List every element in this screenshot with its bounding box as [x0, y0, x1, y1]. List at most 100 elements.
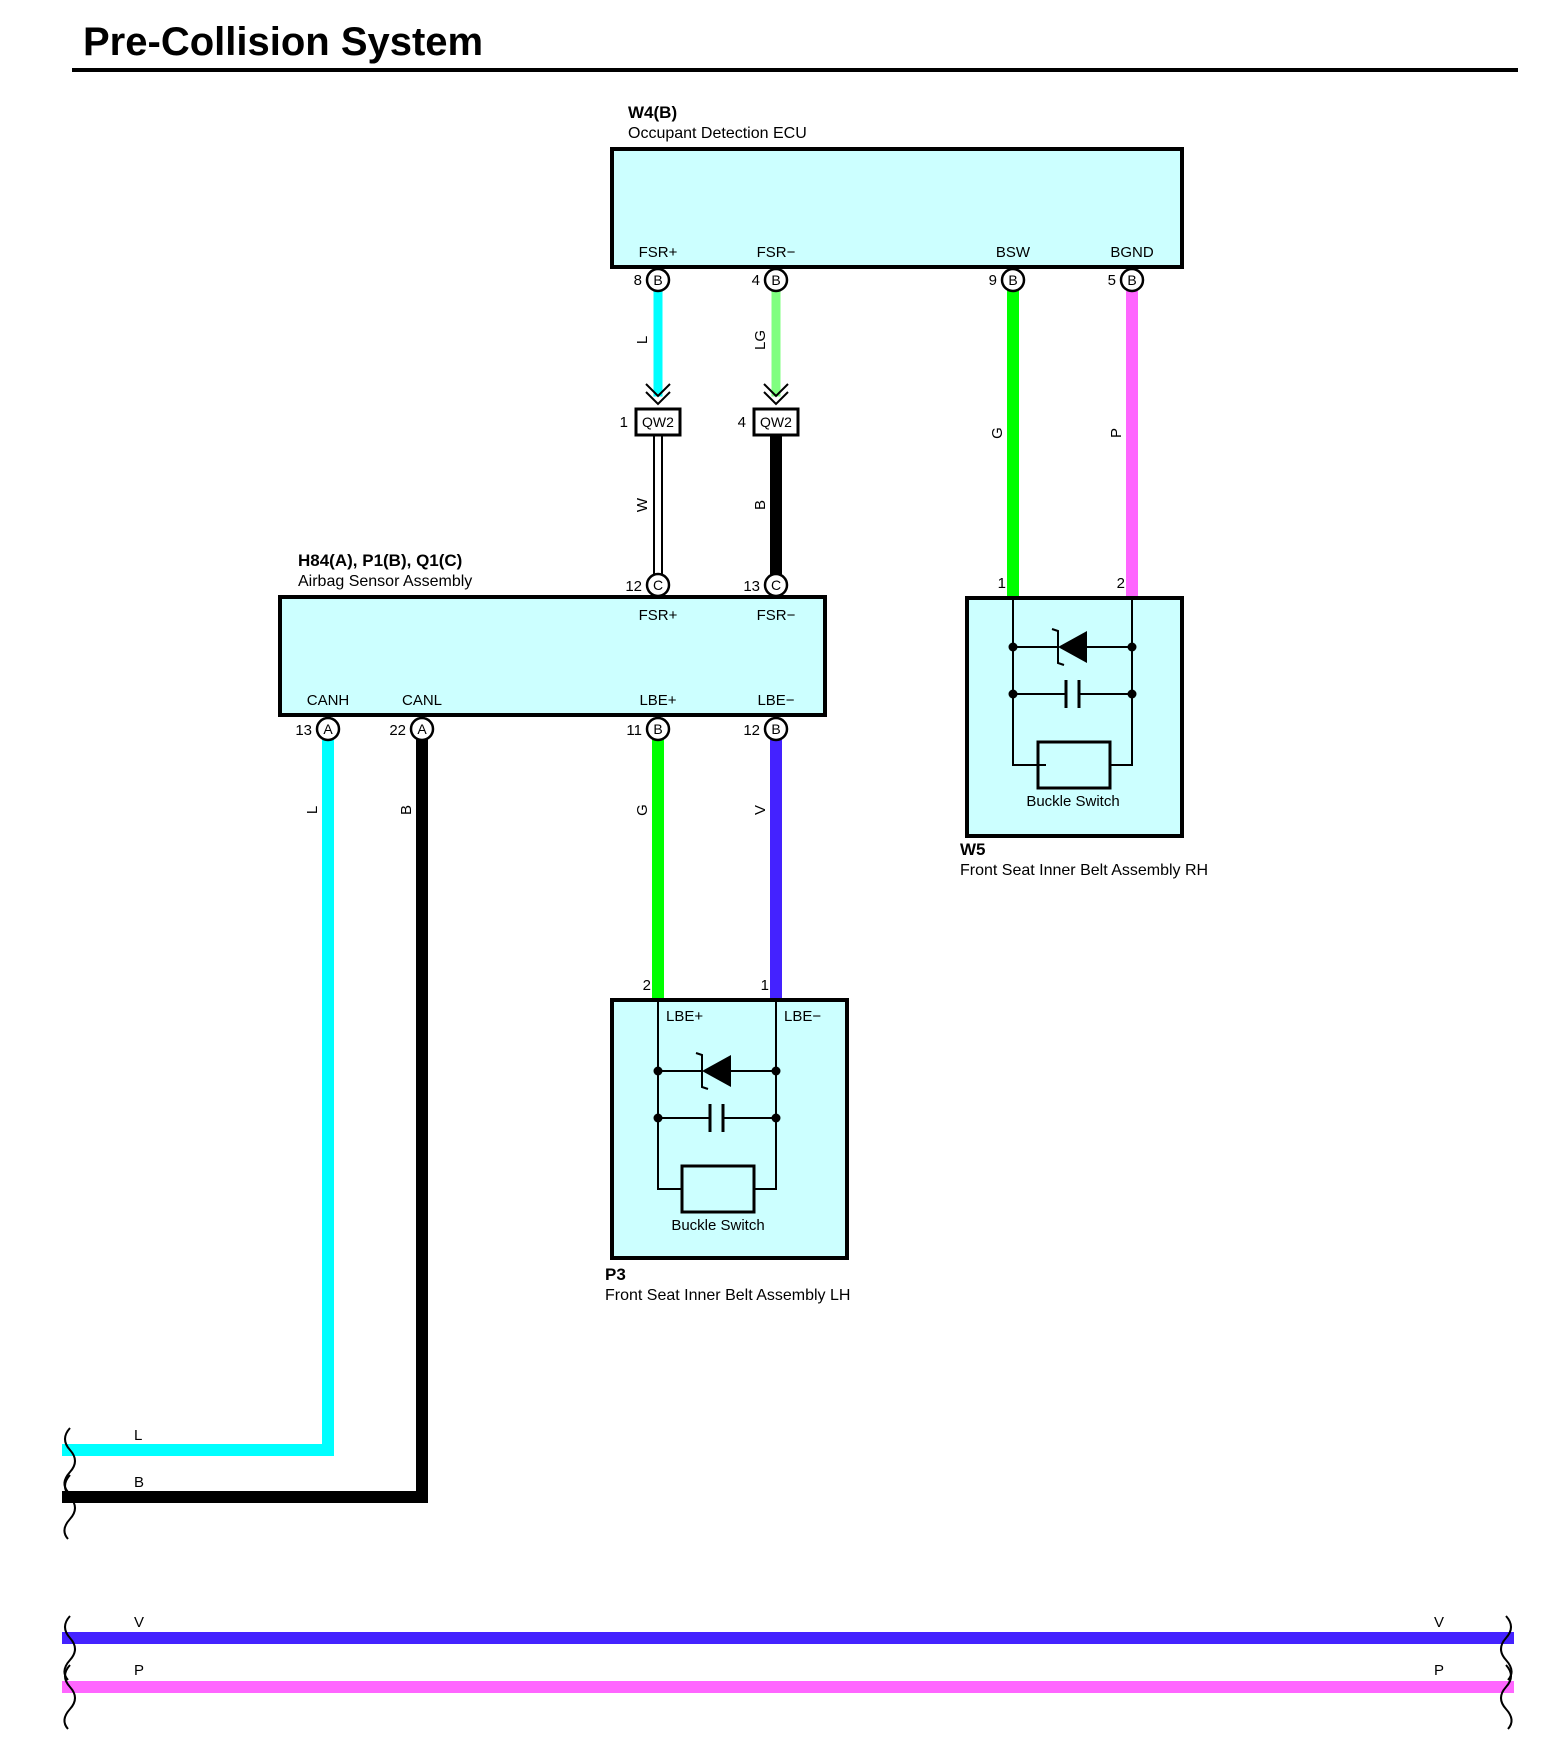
pin-connector-code: C [653, 577, 663, 593]
ecu-name: Occupant Detection ECU [628, 125, 807, 142]
junction-dot [653, 1113, 663, 1123]
pin-connector-code: A [417, 721, 427, 737]
occupant-detection-ecu: W4(B) Occupant Detection ECU FSR+ FSR− B… [610, 103, 1184, 293]
pin-number: 2 [643, 977, 651, 994]
wire-label-l: L [304, 806, 321, 814]
pin-connector-code: B [1127, 272, 1136, 288]
circuit-wire [1012, 598, 1046, 766]
ecu-box [610, 147, 1184, 269]
connector-chevron [645, 383, 671, 398]
zener-diode-icon [1058, 631, 1087, 663]
airbag-id: H84(A), P1(B), Q1(C) [298, 551, 462, 570]
airbag-pin-label: FSR+ [639, 607, 678, 624]
cont-label-v-left: V [134, 1614, 144, 1631]
pin-number: 9 [989, 272, 997, 289]
pin-connector-code: B [1008, 272, 1017, 288]
wire-label-g: G [989, 427, 1006, 439]
junction-dot [653, 1066, 663, 1076]
pin-terminal [1119, 267, 1145, 293]
qw2-pin-number: 1 [620, 414, 628, 431]
circuit-wire [657, 1000, 682, 1190]
break-mark [1500, 1615, 1513, 1681]
cont-label-l: L [134, 1427, 142, 1444]
ecu-pin-label: FSR+ [639, 244, 678, 261]
qw2-plate [752, 407, 800, 437]
pin-terminal [645, 267, 671, 293]
airbag-pin-label: CANH [307, 692, 350, 709]
break-marks [63, 1427, 1513, 1730]
pin-terminal [315, 716, 341, 742]
qw2-pin-number: 4 [738, 414, 746, 431]
break-mark [63, 1664, 76, 1730]
wire-qw2-1-to-airbag [655, 435, 661, 585]
pin-number: 13 [743, 578, 760, 595]
pin-terminal [409, 716, 435, 742]
connector-chevron [763, 391, 789, 406]
break-mark [63, 1474, 76, 1540]
ecu-pin-label: BGND [1110, 244, 1154, 261]
junction-dot [771, 1113, 781, 1123]
wire-airbag-canh [62, 734, 334, 1456]
wire-label-g: G [634, 804, 651, 816]
airbag-name: Airbag Sensor Assembly [298, 573, 472, 590]
cont-label-b: B [134, 1474, 144, 1491]
junction-dot [771, 1066, 781, 1076]
ecu-pin-label: FSR− [757, 244, 796, 261]
belt-lh-pin-label: LBE+ [666, 1008, 703, 1025]
pin-number: 2 [1117, 575, 1125, 592]
airbag-sensor-assembly: H84(A), P1(B), Q1(C) Airbag Sensor Assem… [278, 551, 827, 742]
pin-terminal [1000, 267, 1026, 293]
junction-dot [1008, 689, 1018, 699]
belt-lh-id: P3 [605, 1265, 626, 1284]
airbag-pin-label: CANL [402, 692, 442, 709]
pin-number: 4 [752, 272, 760, 289]
junction-dot [1008, 642, 1018, 652]
wire-label-l: L [634, 336, 651, 344]
pin-number: 1 [761, 977, 769, 994]
buckle-switch-label: Buckle Switch [1026, 793, 1119, 810]
airbag-pin-label: LBE+ [639, 692, 676, 709]
break-mark [63, 1615, 76, 1681]
wire-label-b: B [398, 805, 415, 815]
wire-label-w: W [634, 497, 651, 512]
pin-connector-code: B [771, 721, 780, 737]
belt-rh-box [965, 596, 1184, 838]
pin-number: 8 [634, 272, 642, 289]
pin-number: 1 [998, 575, 1006, 592]
airbag-box [278, 595, 827, 717]
airbag-pin-label: FSR− [757, 607, 796, 624]
zener-diode-bar [1051, 628, 1065, 666]
airbag-pin-label: LBE− [757, 692, 794, 709]
belt-rh-id: W5 [960, 840, 986, 859]
belt-assembly-lh: 2 1 LBE+ LBE− Buckle Switch P3 Front Sea… [605, 977, 850, 1304]
circuit-wire [754, 1000, 777, 1190]
pin-terminal [645, 716, 671, 742]
pin-number: 5 [1108, 272, 1116, 289]
cont-label-v-right: V [1434, 1614, 1444, 1631]
belt-lh-pin-label: LBE− [784, 1008, 821, 1025]
ecu-id: W4(B) [628, 103, 677, 122]
qw2-name: QW2 [760, 414, 792, 430]
pin-connector-code: B [653, 272, 662, 288]
cont-label-p-right: P [1434, 1662, 1444, 1679]
pin-terminal [763, 267, 789, 293]
belt-lh-name: Front Seat Inner Belt Assembly LH [605, 1287, 850, 1304]
pin-connector-code: B [653, 721, 662, 737]
connector-chevron [645, 391, 671, 406]
pin-connector-code: B [771, 272, 780, 288]
wire-label-lg: LG [752, 330, 769, 350]
wires [62, 284, 1514, 1693]
belt-lh-box [610, 998, 849, 1260]
junction-dot [1127, 642, 1137, 652]
junction-dot [1127, 689, 1137, 699]
page-title: Pre-Collision System [83, 20, 483, 64]
pin-number: 12 [625, 578, 642, 595]
connector-chevron [763, 383, 789, 398]
belt-assembly-rh: 1 2 Buckle Switch W5 Front Seat Inner Be… [960, 575, 1208, 879]
pin-number: 22 [389, 722, 406, 739]
ecu-pin-label: BSW [996, 244, 1031, 261]
pin-terminal [763, 716, 789, 742]
qw2-connectors: QW2 1 QW2 4 [620, 383, 800, 437]
buckle-switch-icon [1036, 740, 1112, 790]
